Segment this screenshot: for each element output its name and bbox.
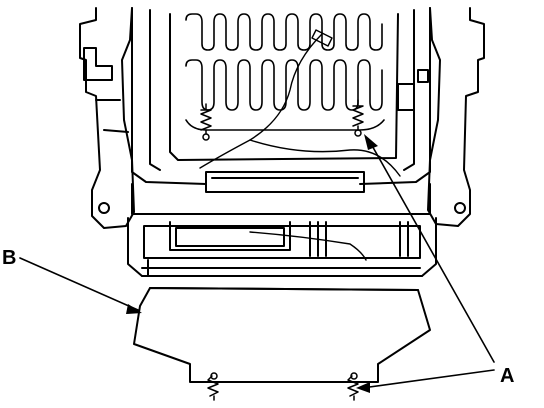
spring-clip-lower-left xyxy=(207,372,219,401)
leader-line-a-upper xyxy=(369,141,495,363)
seat-cushion-frame xyxy=(127,217,437,277)
left-side-frame xyxy=(79,7,135,229)
spring-clip-lower-right xyxy=(347,372,359,401)
leader-line-a-lower xyxy=(361,369,495,389)
callout-label-a: A xyxy=(500,365,514,387)
spring-clip-upper-left xyxy=(200,103,212,141)
arrowhead-a-upper xyxy=(364,134,378,150)
seat-cover xyxy=(133,287,431,383)
arrowhead-a-lower xyxy=(356,382,370,393)
wire-harness xyxy=(199,29,401,177)
serpentine-spring-upper xyxy=(185,13,383,51)
serpentine-spring-lower xyxy=(185,59,385,131)
callout-label-b: B xyxy=(2,247,16,269)
spring-clip-upper-right xyxy=(352,99,364,137)
seat-back-frame xyxy=(131,7,431,215)
arrowhead-b xyxy=(126,304,142,314)
leader-line-b xyxy=(19,257,139,311)
leader-lines xyxy=(19,141,495,389)
arrowheads xyxy=(126,134,378,393)
